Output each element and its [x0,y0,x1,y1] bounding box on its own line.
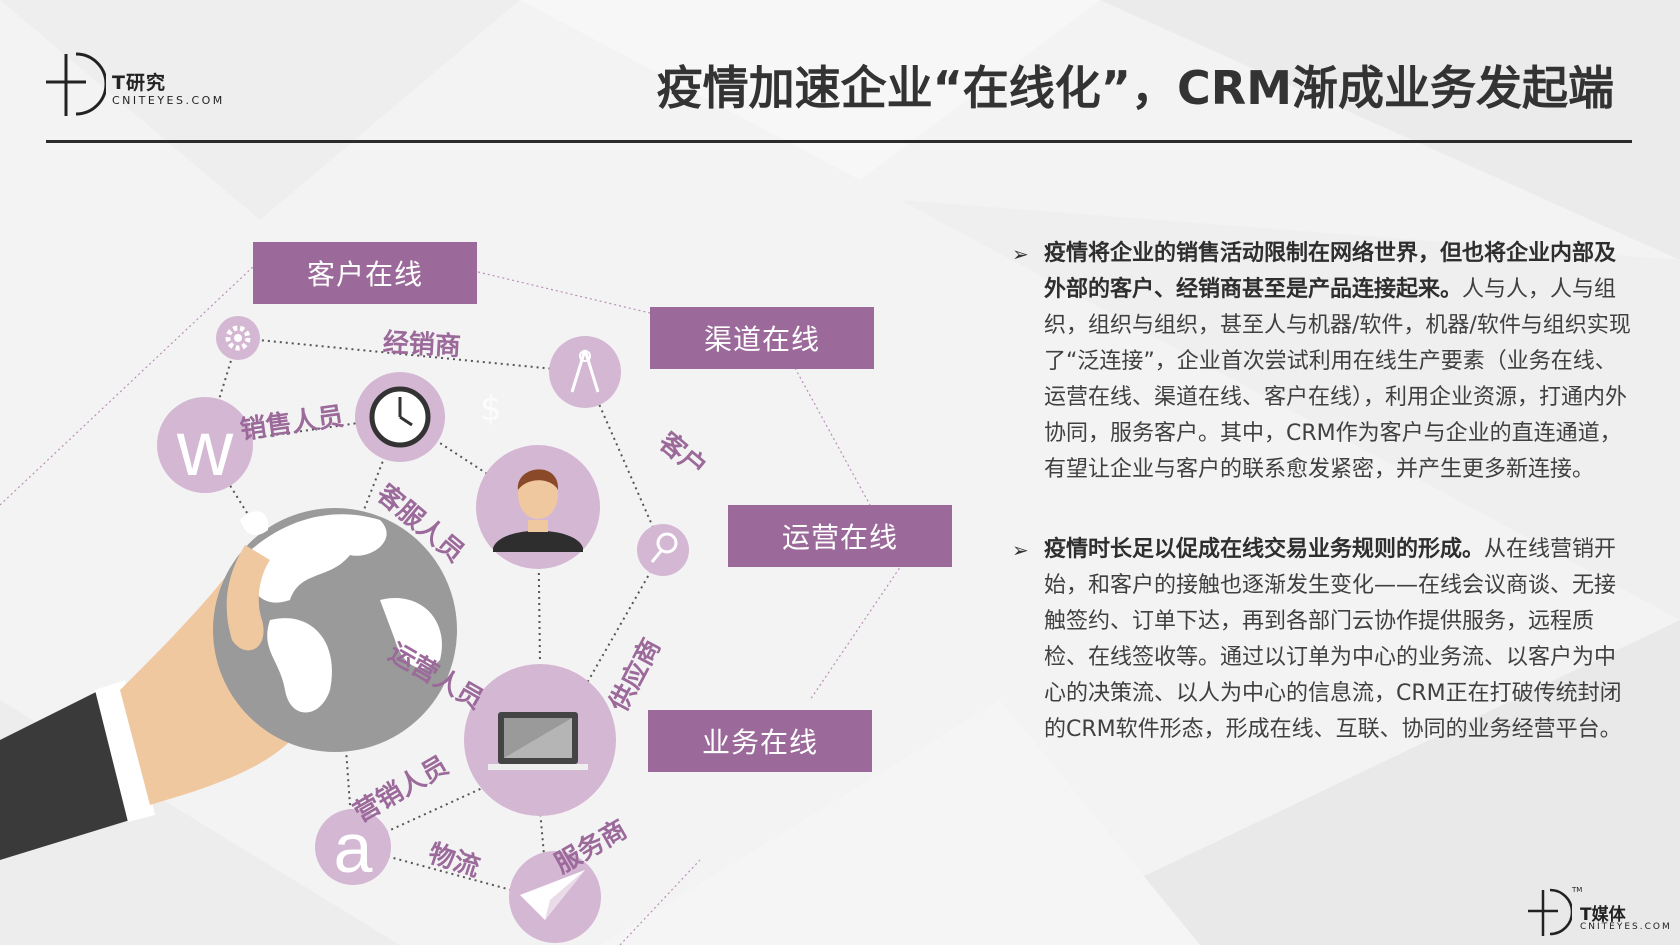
bullet-list: ➢ 疫情将企业的销售活动限制在网络世界，但也将企业内部及外部的客户、经销商甚至是… [1012,236,1632,792]
bullet-bold-text: 疫情时长足以促成在线交易业务规则的形成。 [1044,537,1485,562]
a-letter-icon: a [315,809,391,887]
globe-illustration [213,508,457,752]
brand-logo: T研究 CNITEYES.COM [46,50,236,120]
footer-brand-mark-icon [1528,888,1574,936]
bullet-body-text: 从在线营销开始，和客户的接触也逐渐发生变化——在线会议商谈、无接触签约、订单下达… [1044,537,1622,742]
title-divider [46,140,1632,143]
bullet-bold-text: 疫情将企业的销售活动限制在网络世界，但也将企业内部及外部的客户、经销商甚至是产品… [1044,241,1617,302]
bullet-item: ➢ 疫情将企业的销售活动限制在网络世界，但也将企业内部及外部的客户、经销商甚至是… [1012,236,1632,488]
footer-logo: TM T媒体 CNITEYES.COM [1528,886,1678,938]
avatar-icon [476,445,600,569]
footer-brand-domain: CNITEYES.COM [1580,922,1672,932]
w-letter-icon: w [157,397,253,493]
box-operation-online: 运营在线 [728,505,952,567]
footer-brand-name: T媒体 [1580,905,1626,925]
paper-plane-icon [509,851,601,943]
box-business-online: 业务在线 [648,710,872,772]
dollar-icon: $ [480,389,502,429]
box-channel-online: 渠道在线 [650,307,874,369]
arrow-bullet-icon: ➢ [1012,242,1029,266]
bullet-item: ➢ 疫情时长足以促成在线交易业务规则的形成。从在线营销开始，和客户的接触也逐渐发… [1012,532,1632,748]
svg-text:w: w [176,404,234,492]
box-customer-online: 客户在线 [253,242,477,304]
laptop-icon [464,664,616,816]
gear-icon [216,316,260,360]
compass-icon [549,336,621,408]
svg-text:$: $ [480,389,502,429]
label-distributor: 经销商 [382,328,462,363]
brand-domain: CNITEYES.COM [112,94,225,107]
svg-text:a: a [334,809,373,887]
trademark-mark: TM [1572,886,1583,894]
clock-icon [355,372,445,462]
brand-mark-icon [46,52,108,116]
arrow-bullet-icon: ➢ [1012,538,1029,562]
bullet-body-text: 人与人，人与组织，组织与组织，甚至人与机器/软件，机器/软件与组织实现了“泛连接… [1044,277,1631,482]
magnifier-icon [637,524,689,576]
page-title: 疫情加速企业“在线化”，CRM渐成业务发起端 [656,61,1614,115]
brand-name: T研究 [112,72,166,94]
